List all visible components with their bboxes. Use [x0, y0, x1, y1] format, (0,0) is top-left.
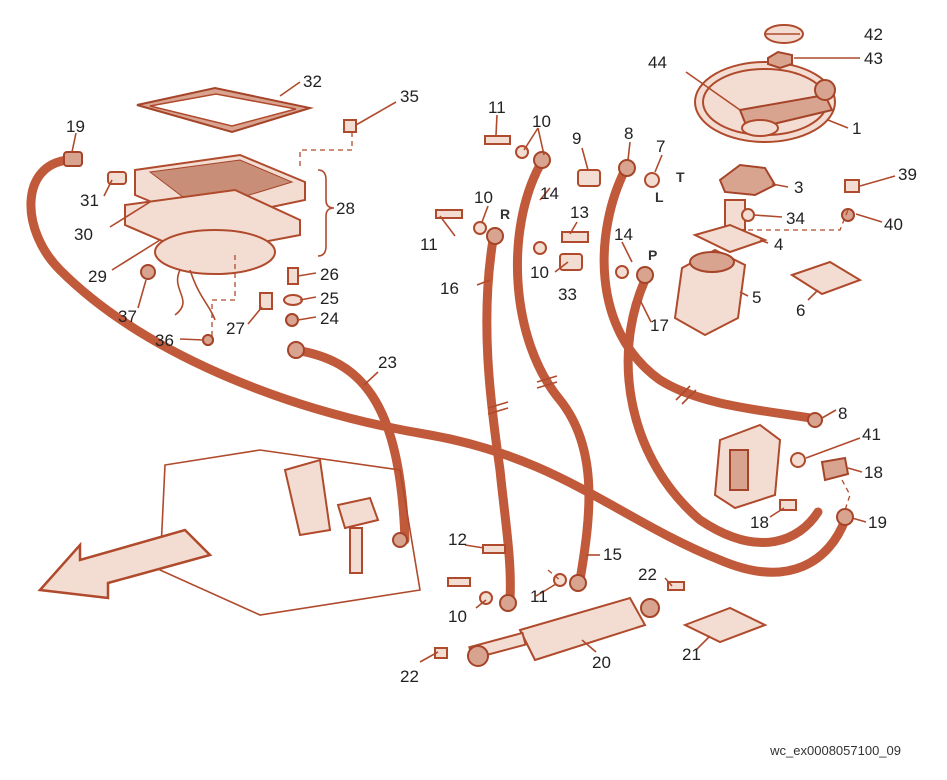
callout-44: 44: [648, 53, 667, 72]
callout-39: 39: [898, 165, 917, 184]
boot-3: [718, 163, 777, 197]
callout-17: 18: [864, 463, 883, 482]
tee-17: [820, 456, 850, 482]
port-letter-t: T: [676, 169, 685, 185]
callout-4: 4: [774, 235, 783, 254]
callout-19b: 19: [868, 513, 887, 532]
hose-8: [599, 165, 815, 423]
callout-26: 25: [320, 289, 339, 308]
callout-33: 32: [303, 72, 322, 91]
callout-41: 41: [862, 425, 881, 444]
hose-19: [26, 155, 850, 577]
callout-28: 27: [226, 319, 245, 338]
port-letter-r: R: [500, 206, 510, 222]
seat-bracket: [283, 458, 332, 537]
port-letter-p: P: [648, 247, 657, 263]
callout-23: 22: [400, 667, 419, 686]
callout-38: 37: [118, 307, 137, 326]
break-marks: [487, 375, 697, 415]
orbitrol-5: [673, 248, 747, 337]
callout-10c: 10: [530, 263, 549, 282]
callout-3: 3: [794, 178, 803, 197]
fittings: [63, 119, 863, 659]
callout-10a: 10: [532, 112, 551, 131]
callout-12: 13: [570, 203, 589, 222]
callout-43: 43: [864, 49, 883, 68]
callout-16: 17: [650, 316, 669, 335]
callout-36: 35: [400, 87, 419, 106]
cooler-wires: [174, 269, 216, 321]
callout-32: 31: [80, 191, 99, 210]
callout-31: 30: [74, 225, 93, 244]
seal-kit-6: [789, 260, 863, 296]
callout-8b: 8: [838, 404, 847, 423]
callout-18: 18: [750, 513, 769, 532]
guide-lines: [211, 132, 851, 581]
callout-15: 16: [440, 279, 459, 298]
hose-16: [623, 275, 823, 547]
brace-29: [317, 169, 335, 257]
callout-11a: 11: [488, 98, 506, 117]
reference-code: wc_ex0008057100_09: [770, 743, 901, 758]
callout-6: 6: [796, 301, 805, 320]
valve-block-41: [713, 423, 850, 510]
callout-40: 40: [884, 215, 903, 234]
direction-arrow: [37, 528, 213, 600]
seal-kit-21: [682, 606, 768, 644]
callout-11c: 12: [448, 530, 467, 549]
callout-14a: 14: [540, 184, 559, 203]
machine-outline: [159, 449, 421, 616]
callout-29: 28: [336, 199, 355, 218]
callout-30: 29: [88, 267, 107, 286]
callout-8a: 8: [624, 124, 633, 143]
hoses: [26, 155, 850, 605]
callout-14b: 15: [603, 545, 622, 564]
callout-22: 22: [638, 565, 657, 584]
callout-1: 1: [852, 119, 861, 138]
steering-cylinder-20: [467, 596, 660, 667]
flange-4: [692, 223, 768, 254]
callout-19a: 19: [66, 117, 85, 136]
callout-11b: 11: [420, 235, 438, 254]
leader-lines: [71, 33, 896, 663]
callout-20: 20: [592, 653, 611, 672]
callout-5: 5: [752, 288, 761, 307]
callout-35: 34: [786, 209, 805, 228]
callout-24: 23: [378, 353, 397, 372]
callout-numbers: 19 31 30 29 37 36 27 26 25 24 28 32 35 2…: [66, 25, 917, 686]
callout-27: 26: [320, 265, 339, 284]
steering-unit: [673, 163, 777, 337]
port-letter-l: L: [655, 189, 664, 205]
nut-43: [767, 50, 793, 70]
callout-10b: 10: [474, 188, 493, 207]
callout-21: 21: [682, 645, 701, 664]
callout-9: 9: [572, 129, 581, 148]
steering-knob: [814, 79, 836, 101]
callout-10d: 10: [448, 607, 467, 626]
hose-15: [482, 235, 515, 605]
oil-cooler-assembly: [124, 86, 314, 321]
cooler-fan: [154, 229, 276, 275]
hose-24: [290, 345, 410, 545]
hose-14: [512, 160, 594, 585]
callout-25: 24: [320, 309, 339, 328]
callout-13: 14: [614, 225, 633, 244]
callout-42: 42: [864, 25, 883, 44]
callout-10e: 11: [530, 587, 548, 606]
steering-wheel: [694, 24, 836, 143]
callout-34: 33: [558, 285, 577, 304]
callout-7: 7: [656, 137, 665, 156]
callout-37: 36: [155, 331, 174, 350]
